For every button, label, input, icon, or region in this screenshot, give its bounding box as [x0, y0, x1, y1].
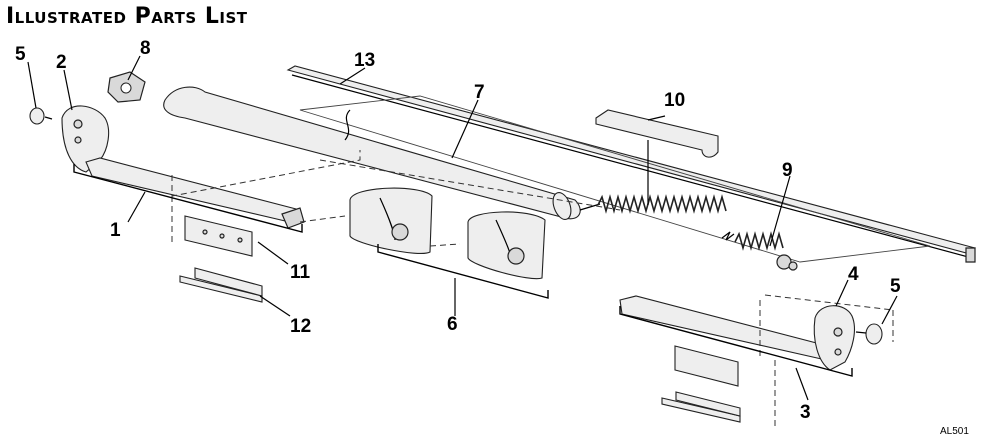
callout-12: 12 — [290, 316, 311, 337]
drawing-code: AL501 — [940, 426, 969, 437]
callout-10: 10 — [664, 90, 685, 111]
right-end-cap — [813, 305, 855, 371]
left-cap-button — [29, 107, 53, 125]
group-brackets — [73, 164, 853, 377]
leader-lines — [27, 55, 898, 401]
left-housing — [85, 157, 305, 229]
mounting-plate-11 — [184, 215, 253, 257]
page-title: Illustrated Parts List — [6, 4, 248, 29]
right-plates — [661, 345, 741, 423]
rail-part — [286, 65, 976, 263]
top-bracket — [107, 71, 146, 103]
assembly-lines — [171, 150, 894, 430]
callout-6: 6 — [447, 314, 458, 335]
roller-tube — [163, 86, 581, 220]
support-bracket-a — [349, 187, 433, 254]
callout-4: 4 — [848, 264, 859, 285]
fabric-envelope — [299, 95, 931, 263]
spring-cover — [595, 109, 719, 205]
right-cap-button — [855, 323, 883, 345]
callout-1: 1 — [110, 220, 121, 241]
mounting-plate-12 — [179, 267, 263, 303]
support-bracket-b — [467, 211, 546, 280]
callout-5-right: 5 — [890, 276, 901, 297]
callout-13: 13 — [354, 50, 375, 71]
left-end-cap — [61, 105, 110, 173]
callout-3: 3 — [800, 402, 811, 423]
callout-5-left: 5 — [15, 44, 26, 65]
callout-7: 7 — [474, 82, 485, 103]
callout-11: 11 — [290, 262, 311, 283]
callout-8: 8 — [140, 38, 151, 59]
callout-9: 9 — [782, 160, 793, 181]
callout-2: 2 — [56, 52, 67, 73]
torsion-spring — [579, 194, 798, 271]
right-housing — [619, 295, 829, 361]
